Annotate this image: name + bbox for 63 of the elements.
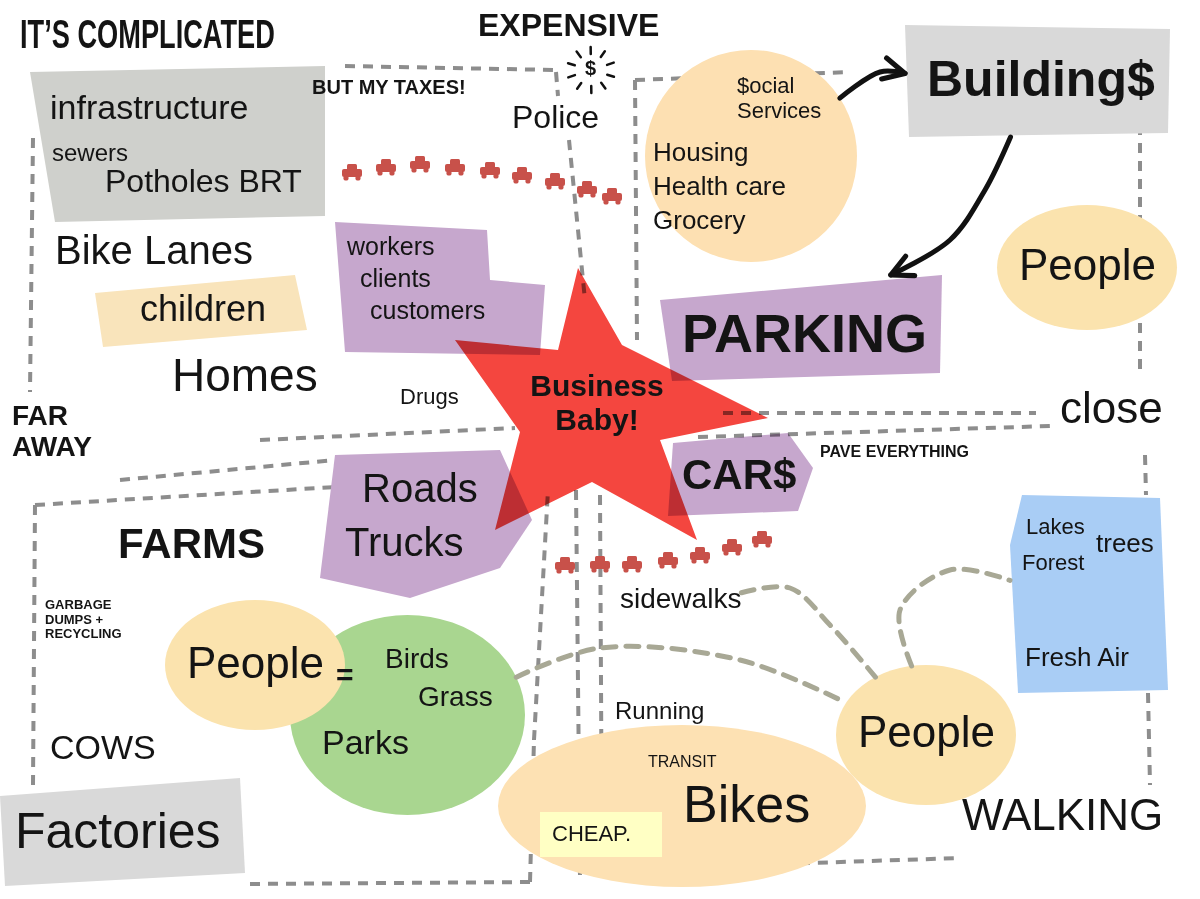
label-text: Parks (322, 723, 409, 762)
label-text: People (187, 638, 324, 688)
label-text: Factories (15, 803, 221, 859)
annotation-text: EXPENSIVE (478, 8, 660, 44)
annotation-text: close (1060, 383, 1163, 433)
label-text: workers (347, 232, 435, 260)
annotation-text: GARBAGE DUMPS + RECYCLING (45, 598, 123, 642)
highlight-box (335, 222, 545, 355)
label-text: People (1019, 240, 1156, 290)
label-text: Business Baby! (529, 369, 665, 437)
annotation-text: Bike Lanes (55, 228, 253, 273)
highlight-box (540, 812, 662, 857)
annotation-text: COWS (50, 728, 156, 767)
label-text: trees (1096, 529, 1154, 559)
annotation-text: PAVE EVERYTHING (820, 443, 970, 461)
ellipse-bubble (997, 205, 1177, 330)
label-text: sewers (52, 140, 129, 167)
label-text: children (140, 289, 267, 330)
highlight-box (0, 778, 245, 886)
annotation-text: = (336, 658, 354, 692)
arrow (888, 134, 1014, 279)
title: IT’S COMPLICATED (20, 12, 275, 57)
label-text: Grass (418, 681, 493, 713)
annotation-text: Homes (172, 350, 318, 402)
annotation-text: FAR AWAY (12, 400, 93, 463)
label-text: Potholes BRT (105, 164, 302, 200)
annotation-text: $ (585, 57, 597, 80)
label-text: Grocery (653, 206, 746, 236)
label-text: Bikes (683, 775, 811, 834)
label-text: CAR$ (682, 451, 797, 499)
highlight-box (320, 450, 532, 598)
annotation-text: FARMS (118, 520, 265, 568)
highlight-box (905, 25, 1170, 137)
highlight-box (95, 275, 307, 347)
annotation-text: WALKING (962, 790, 1164, 840)
label-text: Roads (362, 466, 478, 511)
label-text: Birds (385, 643, 449, 675)
label-text: CHEAP. (552, 822, 632, 847)
label-text: TRANSIT (648, 753, 717, 771)
label-text: Building$ (927, 51, 1155, 107)
label-text: Lakes (1026, 515, 1085, 540)
label-text: Fresh Air (1025, 643, 1130, 673)
label-text: $ocial Services (737, 74, 823, 124)
label-text: Health care (653, 172, 786, 202)
label-text: Forest (1022, 551, 1085, 576)
arrow (837, 55, 908, 101)
label-text: People (858, 707, 995, 757)
dashed-connector (738, 584, 878, 680)
label-text: clients (360, 264, 431, 292)
annotation-text: BUT MY TAXES! (312, 76, 466, 99)
label-text: sidewalks (620, 583, 742, 615)
highlight-box (1010, 495, 1168, 693)
highlight-box (668, 433, 813, 516)
ellipse-bubble (645, 50, 857, 262)
annotation-text: Drugs (400, 385, 459, 410)
annotation-text: Police (512, 100, 600, 136)
label-text: infrastructure (50, 88, 249, 127)
label-text: Trucks (345, 520, 464, 565)
label-text: customers (370, 296, 486, 324)
label-text: PARKING (682, 303, 927, 364)
annotation-text: Running (615, 698, 705, 725)
dashed-connector (896, 566, 1013, 669)
label-text: Housing (653, 138, 749, 168)
